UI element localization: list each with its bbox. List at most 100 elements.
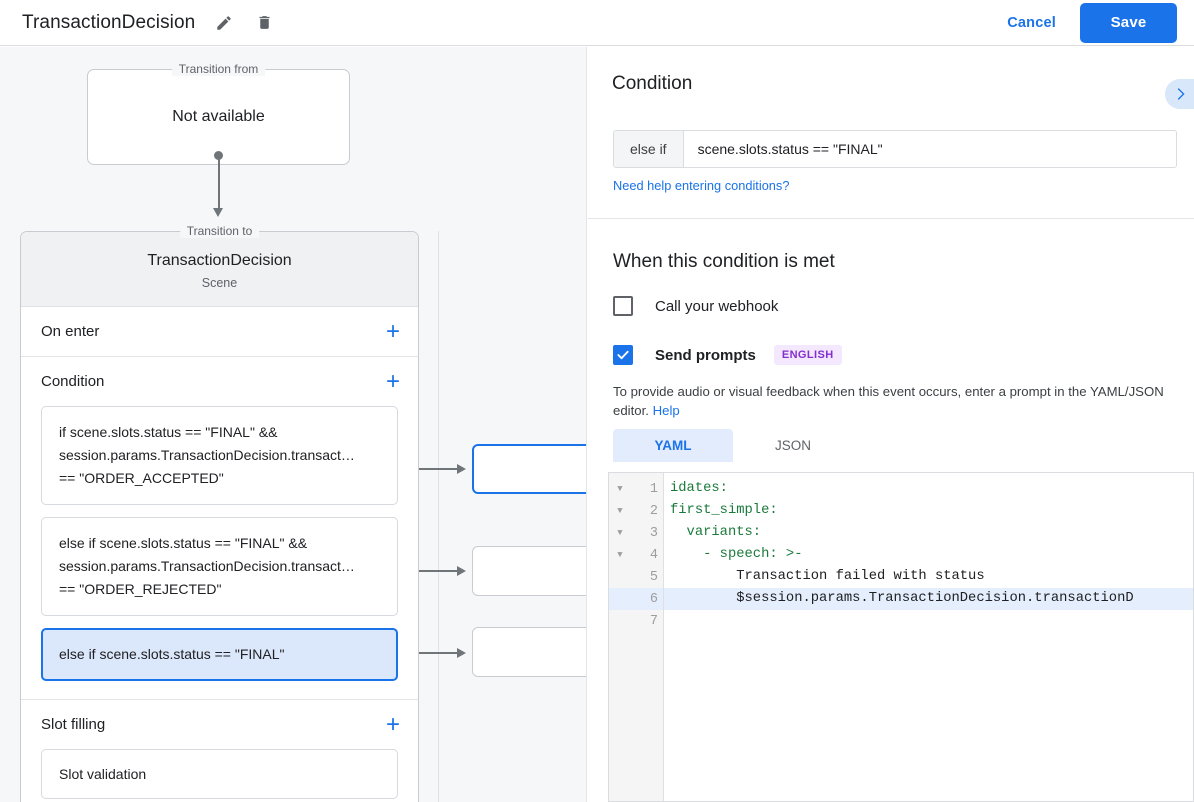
condition-3-arrowhead <box>457 648 466 658</box>
section-on-enter: On enter + <box>21 307 418 357</box>
code-line: $session.params.TransactionDecision.tran… <box>664 588 1193 610</box>
scene-type: Scene <box>201 276 238 290</box>
app-header: TransactionDecision Cancel Save <box>0 0 1194 46</box>
section-slot-filling-title: Slot filling <box>41 716 106 733</box>
line-number: 5 <box>649 569 658 585</box>
fold-arrow-icon[interactable]: ▼ <box>617 528 623 538</box>
send-prompts-label: Send prompts <box>655 346 756 364</box>
gutter-row: ▼2 <box>609 500 663 522</box>
transition-target-box-3[interactable] <box>472 627 586 677</box>
need-help-link[interactable]: Need help entering conditions? <box>613 178 790 193</box>
line-number: 4 <box>649 547 658 563</box>
tab-json[interactable]: JSON <box>774 438 811 453</box>
line-number: 6 <box>649 591 658 607</box>
condition-item-1[interactable]: if scene.slots.status == "FINAL" && sess… <box>41 406 398 505</box>
call-webhook-label: Call your webhook <box>655 297 779 315</box>
condition-item-3-line-1: else if scene.slots.status == "FINAL" <box>59 646 285 662</box>
transition-target-box-1[interactable] <box>472 444 586 494</box>
condition-item-1-line-2: session.params.TransactionDecision.trans… <box>59 447 355 463</box>
pencil-icon[interactable] <box>213 12 235 34</box>
condition-1-line <box>402 468 459 470</box>
code-line <box>664 610 1193 632</box>
condition-detail-pane: Condition else if scene.slots.status == … <box>588 47 1194 802</box>
code-line: variants: <box>670 525 762 540</box>
line-number: 7 <box>649 613 658 629</box>
code-line: idates: <box>670 481 728 496</box>
when-condition-met-title: When this condition is met <box>613 251 835 272</box>
section-condition-title: Condition <box>41 373 105 390</box>
fold-arrow-icon[interactable]: ▼ <box>617 484 623 494</box>
scene-name: TransactionDecision <box>147 252 292 269</box>
send-prompts-row[interactable]: Send prompts ENGLISH <box>613 345 842 365</box>
gutter-row: 7 <box>609 610 663 632</box>
condition-item-2[interactable]: else if scene.slots.status == "FINAL" &&… <box>41 517 398 616</box>
gutter-row: 6 <box>609 588 663 610</box>
language-badge: ENGLISH <box>773 345 842 365</box>
transition-to-node[interactable]: TransactionDecision Scene <box>21 232 418 307</box>
add-condition-icon[interactable]: + <box>385 367 400 395</box>
transition-connector-line <box>218 156 220 210</box>
gutter-row: 5 <box>609 566 663 588</box>
condition-item-2-line-1: else if scene.slots.status == "FINAL" && <box>59 535 308 551</box>
code-line: Transaction failed with status <box>670 569 985 584</box>
editor-code-area[interactable]: idates: first_simple: variants: - speech… <box>664 473 1193 801</box>
line-number: 3 <box>649 525 658 541</box>
save-button[interactable]: Save <box>1080 2 1177 43</box>
graph-rail <box>438 231 439 802</box>
page-title: TransactionDecision <box>22 11 196 33</box>
gutter-row: ▼1 <box>609 478 663 500</box>
transition-target-box-2[interactable] <box>472 546 586 596</box>
transition-from-legend: Transition from <box>171 62 266 76</box>
condition-2-line <box>402 570 459 572</box>
code-line: - speech: >- <box>670 547 803 562</box>
add-on-enter-icon[interactable]: + <box>385 317 400 345</box>
transition-from-value: Not available <box>172 108 265 125</box>
cancel-button[interactable]: Cancel <box>997 7 1066 39</box>
section-slot-filling: Slot filling + Slot validation <box>21 700 418 802</box>
fold-arrow-icon[interactable]: ▼ <box>617 550 623 560</box>
line-number: 1 <box>649 481 658 497</box>
help-link[interactable]: Help <box>652 403 680 418</box>
transition-from-node[interactable]: Transition from Not available <box>87 62 350 165</box>
condition-1-arrowhead <box>457 464 466 474</box>
send-prompts-checkbox[interactable] <box>613 345 633 365</box>
slot-filling-list: Slot validation <box>21 749 418 802</box>
prompts-helper-text-main: To provide audio or visual feedback when… <box>613 384 1164 418</box>
condition-2-arrowhead <box>457 566 466 576</box>
gutter-row: ▼3 <box>609 522 663 544</box>
fold-arrow-icon[interactable]: ▼ <box>617 506 623 516</box>
condition-item-2-line-2: session.params.TransactionDecision.trans… <box>59 558 355 574</box>
prompts-helper-text: To provide audio or visual feedback when… <box>613 382 1169 420</box>
section-condition: Condition + if scene.slots.status == "FI… <box>21 357 418 700</box>
tab-yaml[interactable]: YAML <box>613 429 733 462</box>
trash-icon[interactable] <box>253 12 275 34</box>
condition-expression-input[interactable]: scene.slots.status == "FINAL" <box>683 131 1176 167</box>
slot-validation-item[interactable]: Slot validation <box>41 749 398 799</box>
detail-divider <box>588 218 1194 219</box>
condition-list: if scene.slots.status == "FINAL" && sess… <box>21 406 418 699</box>
transition-connector-arrowhead <box>213 208 223 217</box>
scene-card: Transition to TransactionDecision Scene … <box>20 224 419 802</box>
condition-prefix: else if <box>614 131 684 167</box>
add-slot-filling-icon[interactable]: + <box>385 710 400 738</box>
transition-from-connector-dot <box>214 151 223 160</box>
condition-item-3[interactable]: else if scene.slots.status == "FINAL" <box>41 628 398 681</box>
detail-title: Condition <box>612 73 693 94</box>
code-line: first_simple: <box>670 503 778 518</box>
gutter-row: ▼4 <box>609 544 663 566</box>
condition-item-2-line-3: == "ORDER_REJECTED" <box>59 581 222 597</box>
condition-3-line <box>402 652 459 654</box>
transition-to-legend: Transition to <box>179 224 260 238</box>
call-webhook-row[interactable]: Call your webhook <box>613 296 778 316</box>
scene-graph-pane: Transition from Not available Transition… <box>0 47 587 802</box>
condition-input-row[interactable]: else if scene.slots.status == "FINAL" <box>613 130 1177 168</box>
call-webhook-checkbox[interactable] <box>613 296 633 316</box>
line-number: 2 <box>649 503 658 519</box>
condition-item-1-line-3: == "ORDER_ACCEPTED" <box>59 470 224 486</box>
chevron-right-icon[interactable] <box>1165 79 1194 109</box>
editor-format-tabs: YAML JSON <box>613 429 853 462</box>
editor-gutter: ▼1 ▼2 ▼3 ▼4 5 6 7 <box>609 473 664 801</box>
yaml-editor[interactable]: ▼1 ▼2 ▼3 ▼4 5 6 7 idates: first_simple: … <box>608 472 1194 802</box>
section-on-enter-title: On enter <box>41 323 100 340</box>
condition-item-1-line-1: if scene.slots.status == "FINAL" && <box>59 424 278 440</box>
